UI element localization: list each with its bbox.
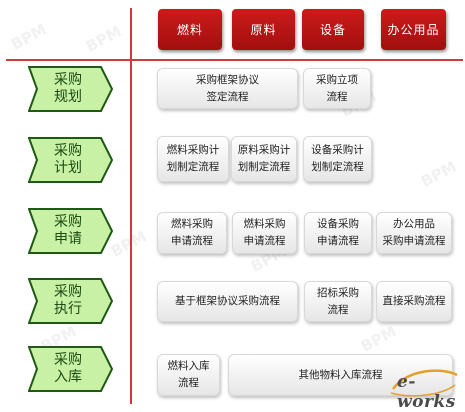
- e-works-logo: e-works: [387, 367, 461, 412]
- logo-swoosh-icon: [390, 369, 458, 397]
- category-equipment: 设备: [302, 9, 364, 50]
- stage-warehousing: 采购入库: [28, 346, 114, 392]
- category-fuel: 燃料: [158, 9, 222, 50]
- chevron-shape: [28, 137, 114, 183]
- stage-label: 采购执行: [54, 284, 82, 317]
- process-fuel-storage[interactable]: 燃料入库流程: [157, 354, 220, 396]
- process-fuel-request[interactable]: 燃料采购申请流程: [157, 212, 227, 254]
- stage-label: 采购计划: [54, 143, 82, 176]
- process-other-storage[interactable]: 其他物料入库流程: [228, 354, 453, 396]
- process-framework-agreement[interactable]: 采购框架协议签定流程: [157, 68, 298, 109]
- stage-request: 采购申请: [28, 208, 114, 254]
- watermark: BPM: [82, 22, 125, 56]
- chevron-shape: [28, 278, 114, 324]
- stage-label: 采购入库: [54, 352, 82, 385]
- row-divider: [6, 59, 463, 61]
- stage-label: 采购申请: [54, 214, 82, 247]
- process-equipment-plan[interactable]: 设备采购计划制定流程: [303, 136, 372, 182]
- stage-label: 采购规划: [54, 72, 82, 105]
- process-project-approval[interactable]: 采购立项流程: [303, 68, 371, 109]
- watermark: BPM: [7, 20, 50, 54]
- chevron-shape: [28, 66, 114, 112]
- watermark: BPM: [107, 227, 150, 261]
- process-equipment-request[interactable]: 设备采购申请流程: [304, 212, 372, 254]
- process-fuel-plan[interactable]: 燃料采购计划制定流程: [157, 136, 229, 182]
- stage-execution: 采购执行: [28, 278, 114, 324]
- stage-planning: 采购规划: [28, 66, 114, 112]
- process-framework-purchase[interactable]: 基于框架协议采购流程: [157, 281, 298, 322]
- process-direct-purchase[interactable]: 直接采购流程: [376, 281, 452, 322]
- process-material-plan[interactable]: 原料采购计划制定流程: [231, 136, 297, 182]
- chevron-shape: [28, 208, 114, 254]
- process-material-request[interactable]: 燃料采购申请流程: [232, 212, 297, 254]
- column-divider: [130, 8, 132, 404]
- chevron-shape: [28, 346, 114, 392]
- logo-text: e-works: [397, 372, 456, 412]
- watermark: BPM: [417, 157, 460, 191]
- stage-plan: 采购计划: [28, 137, 114, 183]
- watermark: BPM: [357, 322, 400, 356]
- process-office-request[interactable]: 办公用品采购申请流程: [376, 212, 452, 254]
- process-tender-purchase[interactable]: 招标采购流程: [304, 281, 372, 322]
- category-raw-material: 原料: [232, 9, 295, 50]
- category-office-supplies: 办公用品: [381, 9, 446, 50]
